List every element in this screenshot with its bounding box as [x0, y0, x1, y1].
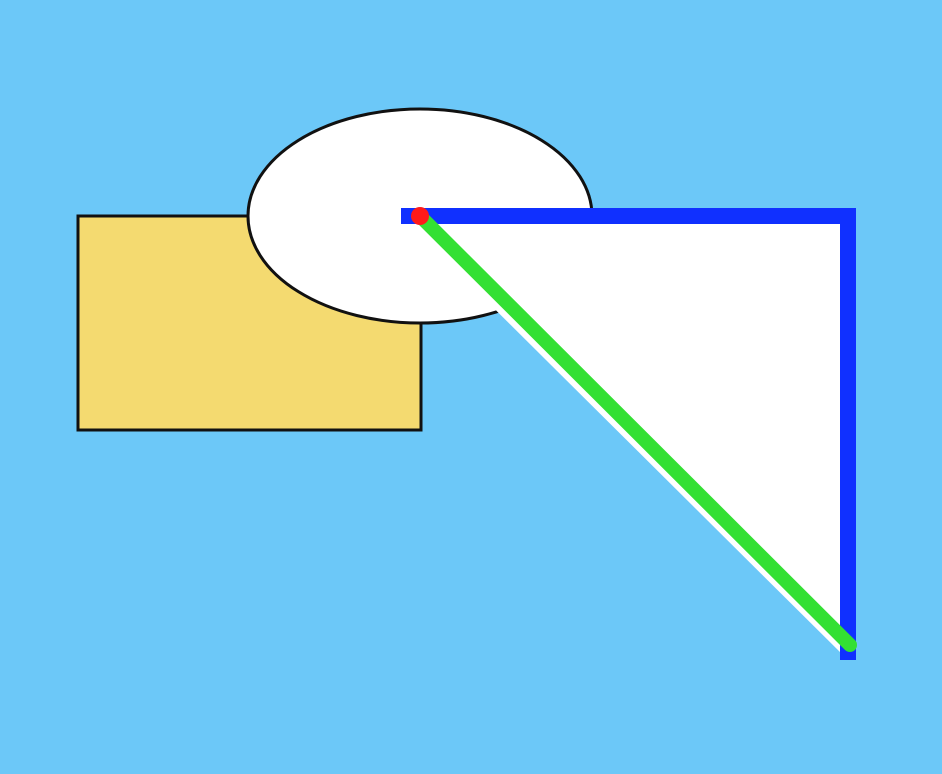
right-triangle[interactable]: [401, 208, 856, 660]
green-diagonal-line[interactable]: [413, 209, 857, 652]
red-vertex-point[interactable]: [411, 207, 429, 225]
